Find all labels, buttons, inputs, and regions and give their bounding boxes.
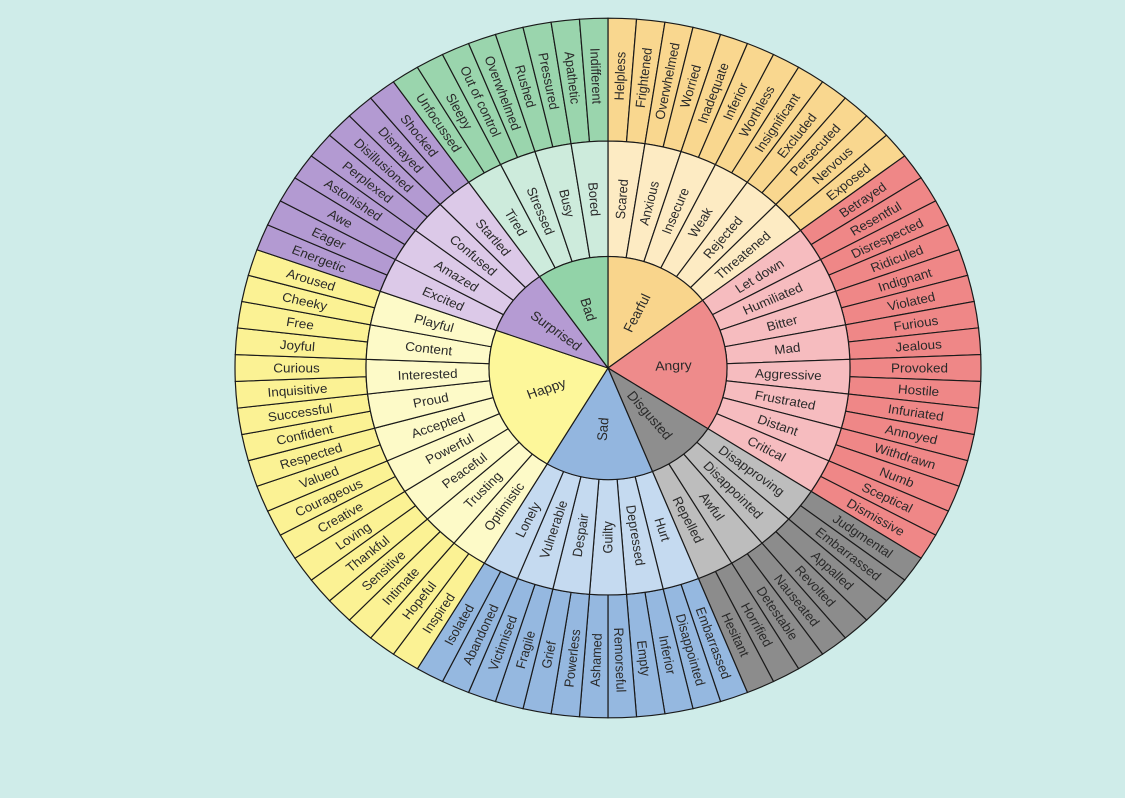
- middle-feeling-label: Guilty: [600, 521, 615, 554]
- outer-feeling-label: Ashamed: [587, 633, 605, 687]
- outer-feeling-label: Provoked: [891, 361, 948, 376]
- middle-feeling-label: Aggressive: [755, 366, 822, 383]
- core-emotion-label: Sad: [594, 417, 611, 441]
- outer-feeling-label: Powerless: [561, 628, 584, 688]
- core-emotion-label: Bad: [577, 296, 599, 323]
- core-emotion-label: Angry: [655, 358, 692, 374]
- middle-feeling-label: Mad: [773, 340, 801, 357]
- core-segment-sad: [546, 366, 654, 481]
- outer-feeling-label: Furious: [892, 313, 939, 334]
- core-segment-fearful: [607, 255, 704, 370]
- outer-feeling-label: Jealous: [895, 337, 943, 355]
- outer-feeling-label: Frightened: [632, 47, 655, 109]
- outer-feeling-label: Grief: [538, 640, 559, 670]
- outer-feeling-label: Empty: [634, 640, 654, 678]
- middle-feeling-label: Despair: [569, 512, 591, 558]
- core-segment-bad: [538, 255, 609, 370]
- outer-feeling-label: Inquisitive: [267, 381, 328, 400]
- core-segment-angry: [606, 299, 728, 430]
- middle-feeling-label: Proud: [412, 390, 450, 411]
- outer-feeling-label: Indifferent: [587, 48, 605, 105]
- outer-feeling-label: Joyful: [279, 337, 315, 354]
- core-segment-happy: [488, 329, 609, 465]
- middle-feeling-label: Bored: [585, 182, 603, 217]
- outer-feeling-label: Hostile: [897, 382, 939, 399]
- middle-feeling-label: Interested: [397, 366, 458, 383]
- outer-feeling-label: Helpless: [611, 51, 628, 100]
- outer-feeling-label: Remorseful: [611, 627, 629, 692]
- middle-feeling-label: Hurt: [651, 516, 674, 544]
- middle-feeling-label: Content: [404, 339, 453, 359]
- middle-feeling-label: Busy: [556, 188, 578, 219]
- outer-feeling-label: Curious: [273, 361, 320, 376]
- outer-feeling-label: Free: [285, 314, 315, 332]
- middle-feeling-label: Scared: [612, 179, 631, 220]
- outer-feeling-label: Apathetic: [561, 51, 583, 106]
